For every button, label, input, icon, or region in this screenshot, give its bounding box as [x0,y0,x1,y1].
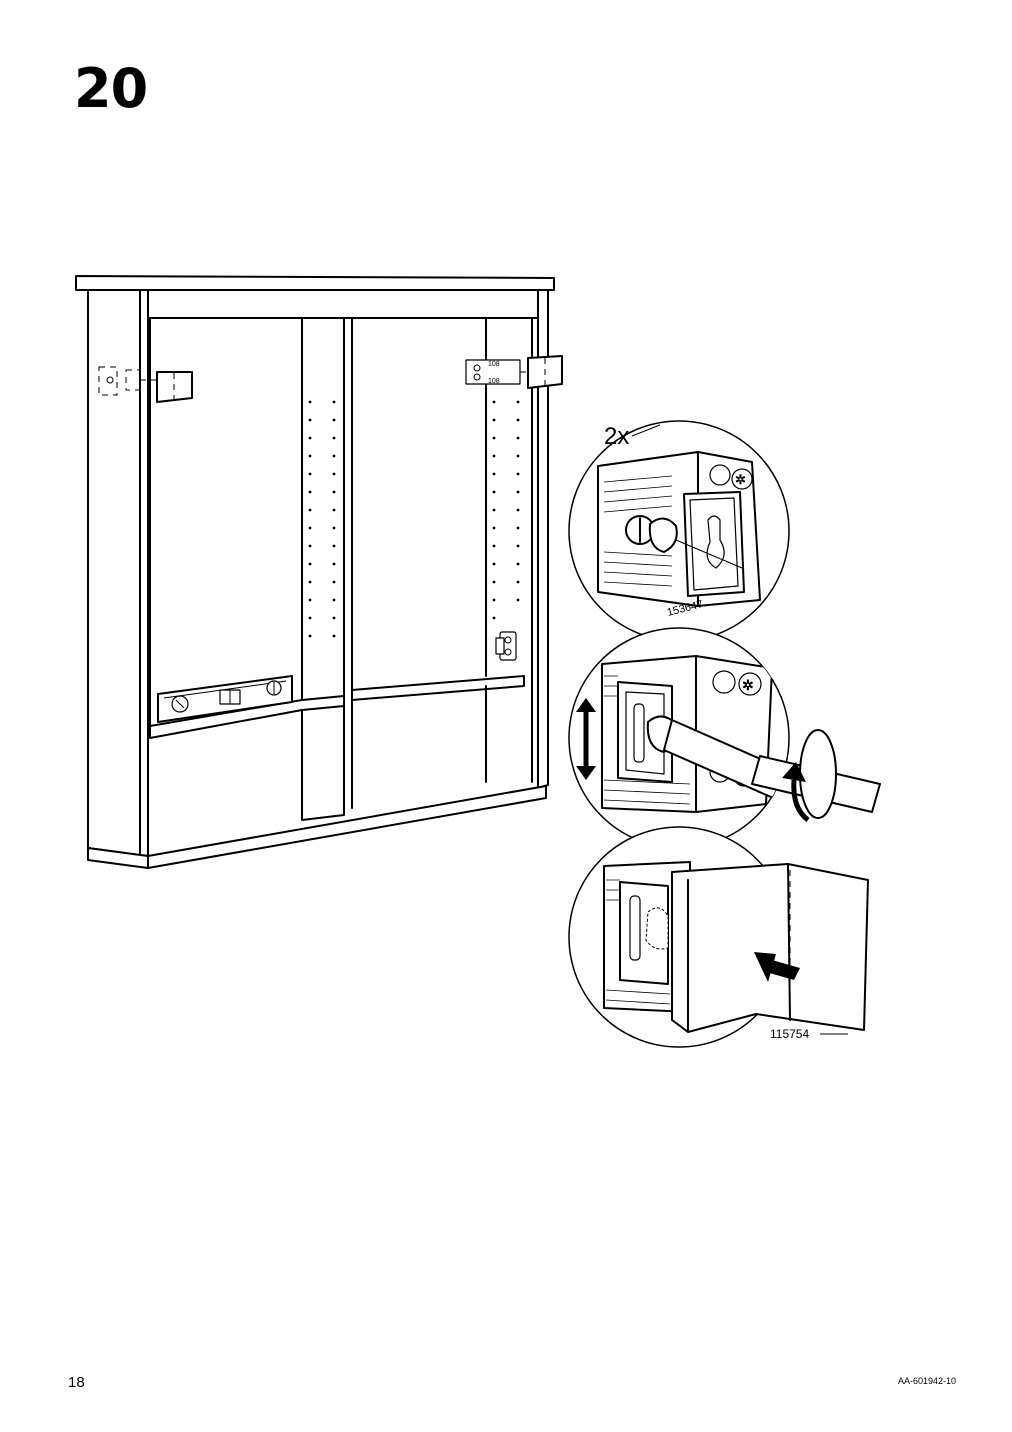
shelf-pin-holes [308,400,520,638]
wall-bracket-right: 108 108 [465,355,563,389]
step-number: 20 [74,57,148,120]
cover-cap [671,863,869,1033]
detail-circle-3: 115754 [568,826,869,1048]
svg-text:✲: ✲ [735,472,746,487]
quantity-label: 2x [604,423,629,450]
svg-text:✲: ✲ [742,677,754,693]
part-number-cover: 115754 [770,1027,809,1041]
adjust-up-down-arrow [576,698,596,780]
hinge-tag-top: 108 [488,361,500,368]
detail-circle-1: ✲ 2x 153647 [568,420,790,642]
document-code: AA-601942-10 [898,1376,957,1386]
cabinet-drawing: 108 108 [75,275,563,869]
wall-bracket-left [98,366,193,403]
spirit-level [157,675,293,723]
hinge [495,631,517,661]
detail-circle-2: ✲ ✲ [568,627,881,849]
hinge-tag-bottom: 108 [488,378,500,385]
rotate-arrow [782,729,837,822]
page-number: 18 [68,1374,85,1391]
